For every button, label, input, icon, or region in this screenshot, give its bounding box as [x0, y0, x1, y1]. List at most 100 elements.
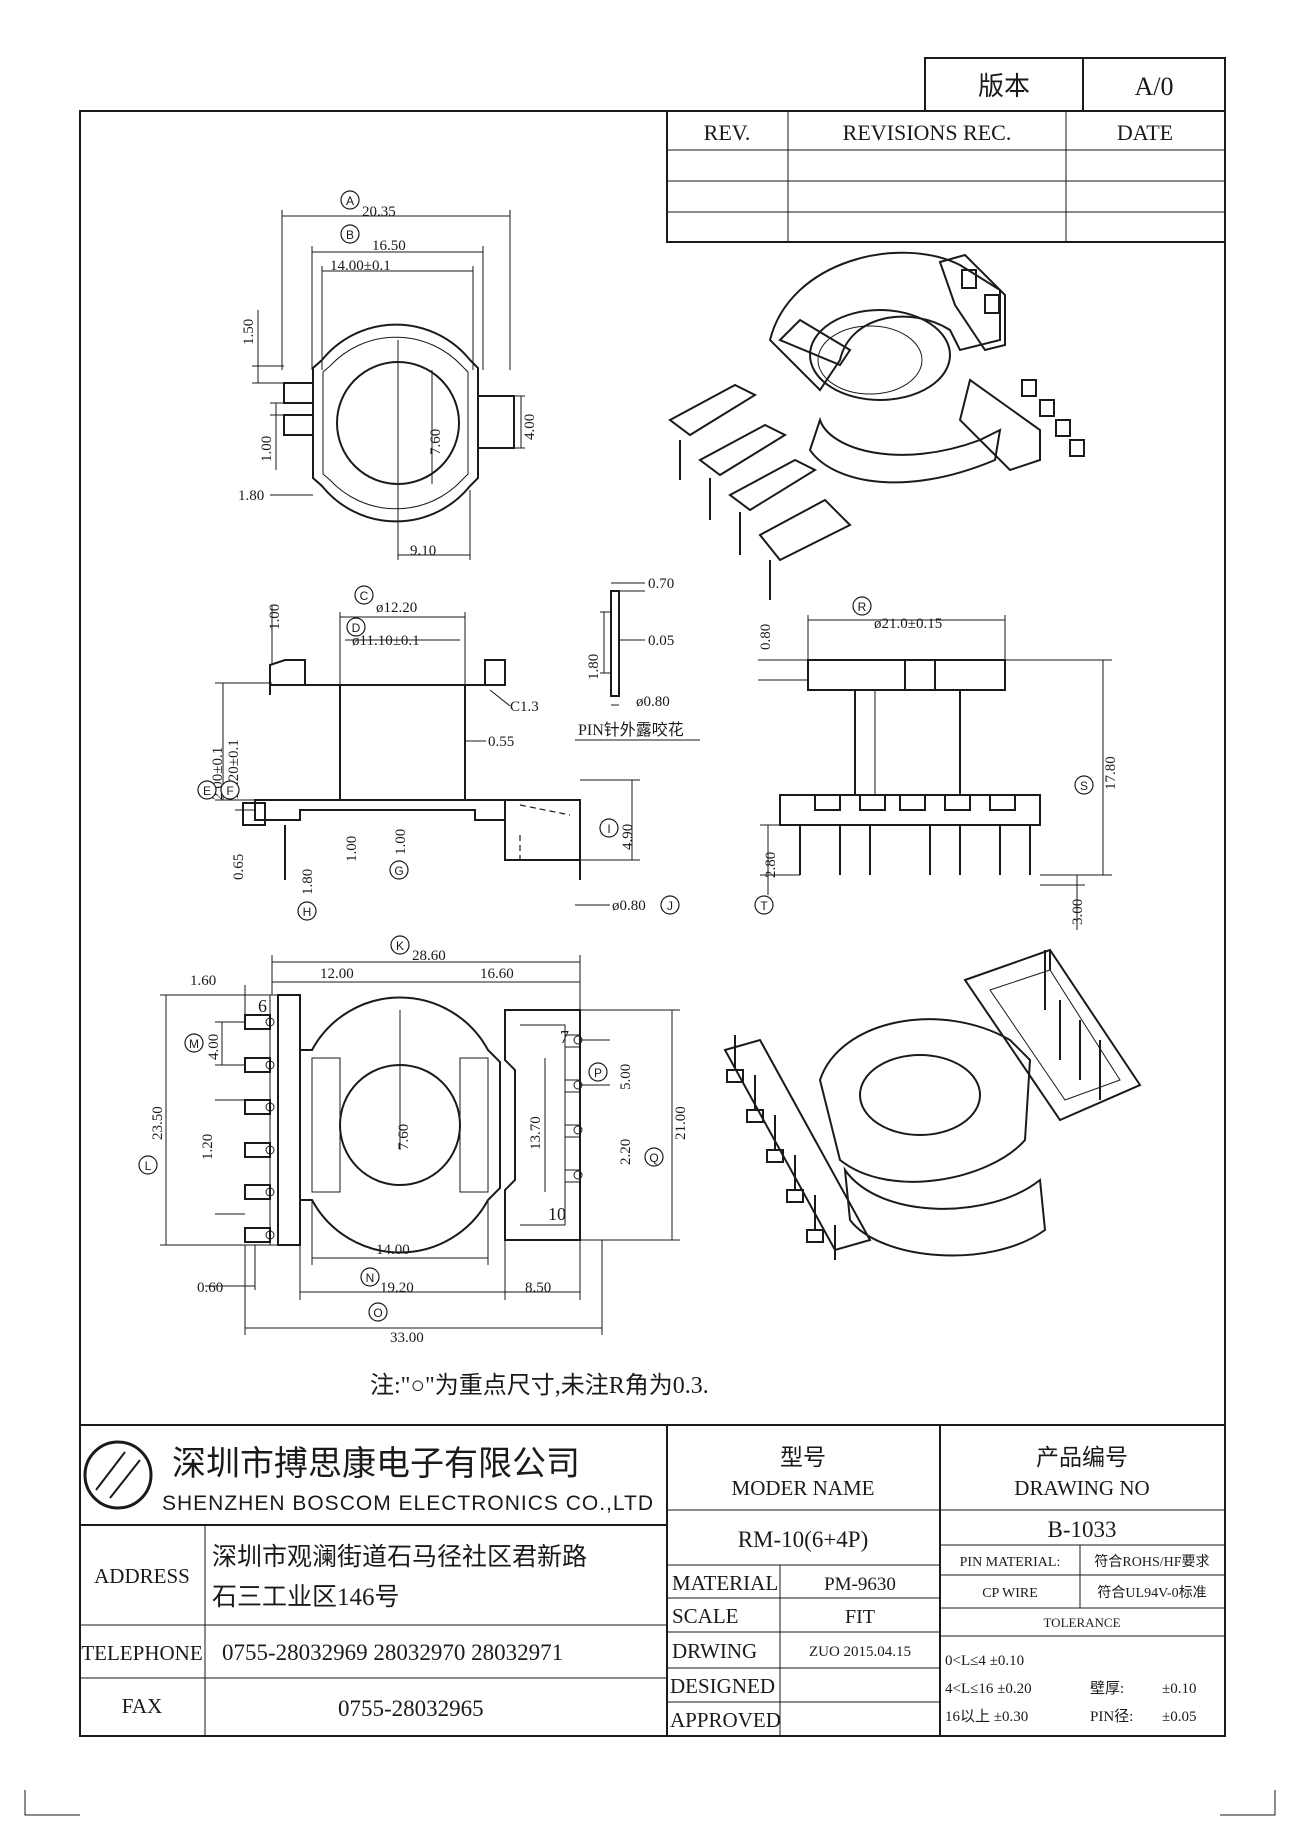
- dim-k: 28.60: [412, 948, 446, 964]
- circle-D: D: [352, 621, 361, 635]
- dim-p080: ø0.80: [636, 694, 670, 710]
- bottom-view: 6 7 10 K 28.60 12.00 16.60 1.60 M 4.00 L…: [138, 935, 689, 1346]
- circle-I: I: [607, 822, 610, 836]
- scale-label: SCALE: [672, 1604, 739, 1628]
- circle-G: G: [394, 864, 403, 878]
- dim-q: 21.00: [673, 1106, 689, 1140]
- designed-label: DESIGNED: [670, 1674, 775, 1698]
- revisions-rec-header: REVISIONS REC.: [843, 120, 1012, 145]
- tolerance-3: 16以上 ±0.30: [945, 1708, 1028, 1725]
- address-line-1: 深圳市观澜街道石马径社区君新路: [212, 1543, 587, 1571]
- top-view: A 20.35 B 16.50 14.00±0.1 1.50 7.60 4.00…: [238, 190, 538, 560]
- dim-b1400: 14.00: [376, 1242, 410, 1258]
- front-view: 1.00 C ø12.20 D ø11.10±0.1 C1.3 0.55 2.0…: [197, 585, 680, 921]
- iso-view-top: [668, 251, 1085, 600]
- pin-material-value: 符合ROHS/HF要求: [1094, 1554, 1209, 1570]
- dim-910: 9.10: [410, 543, 436, 559]
- dim-150: 1.50: [241, 319, 257, 345]
- circle-R: R: [858, 600, 867, 614]
- scale-value: FIT: [845, 1606, 875, 1628]
- circle-H: H: [303, 905, 312, 919]
- fax-label: FAX: [122, 1694, 162, 1718]
- dim-160: 1.60: [190, 973, 216, 989]
- dim-c13: C1.3: [510, 699, 539, 715]
- dim-055: 0.55: [488, 734, 514, 750]
- date-header: DATE: [1117, 120, 1173, 145]
- version-value: A/0: [1135, 72, 1174, 101]
- dim-065: 0.65: [231, 854, 247, 880]
- circle-N: N: [366, 1271, 375, 1285]
- tolerance-label: TOLERANCE: [1043, 1615, 1120, 1630]
- circle-F: F: [226, 784, 233, 798]
- dim-o: 33.00: [390, 1330, 424, 1346]
- model-value: RM-10(6+4P): [738, 1527, 869, 1552]
- pin-note: PIN针外露咬花: [578, 721, 684, 739]
- dim-i: 4.90: [620, 824, 636, 850]
- fax-value: 0755-28032965: [338, 1696, 484, 1721]
- dim-c: ø12.20: [376, 600, 417, 616]
- circle-C: C: [360, 589, 369, 603]
- dim-n: 19.20: [380, 1280, 414, 1296]
- dim-b1370: 13.70: [528, 1116, 544, 1150]
- dim-060: 0.60: [197, 1280, 223, 1296]
- dim-p005: 0.05: [648, 633, 674, 649]
- dim-300: 3.00: [1070, 899, 1086, 925]
- wall-value: ±0.10: [1162, 1681, 1196, 1697]
- circle-P: P: [594, 1066, 602, 1080]
- circle-J: J: [667, 899, 673, 913]
- address-label: ADDRESS: [94, 1564, 190, 1588]
- circle-B: B: [346, 228, 354, 242]
- drawing-note: 注:"○"为重点尺寸,未注R角为0.3.: [370, 1372, 709, 1399]
- wall-label: 壁厚:: [1090, 1680, 1124, 1697]
- circle-E: E: [203, 784, 211, 798]
- dim-r: ø21.0±0.15: [874, 616, 942, 632]
- dim-100: 1.00: [259, 436, 275, 462]
- drawing-label-cn: 产品编号: [1036, 1445, 1128, 1470]
- telephone-value: 0755-28032969 28032970 28032971: [222, 1640, 563, 1665]
- dim-a: 20.35: [362, 204, 396, 220]
- dim-k1: 12.00: [320, 966, 354, 982]
- circle-K: K: [396, 939, 404, 953]
- side-view: R ø21.0±0.15 0.80 S 17.80 2.80 T 3.00: [754, 596, 1119, 930]
- rev-header: REV.: [704, 120, 751, 145]
- circle-O: O: [373, 1306, 382, 1320]
- pin-detail: 0.70 0.05 1.80 ø0.80 PIN针外露咬花: [575, 576, 700, 741]
- title-block: 深圳市搏思康电子有限公司 SHENZHEN BOSCOM ELECTRONICS…: [80, 1424, 1225, 1736]
- dim-120: 1.20: [200, 1134, 216, 1160]
- pin-dia-label: PIN径:: [1090, 1708, 1133, 1725]
- pin-10: 10: [548, 1204, 566, 1224]
- dim-t: 2.80: [763, 852, 779, 878]
- crop-marks: [24, 1790, 1276, 1816]
- company-logo: [83, 1440, 153, 1510]
- circle-T: T: [760, 899, 768, 913]
- pin-7: 7: [560, 1027, 569, 1047]
- drawing-number: B-1033: [1048, 1517, 1117, 1542]
- pin-dia-value: ±0.05: [1162, 1709, 1196, 1725]
- material-value: PM-9630: [824, 1574, 896, 1595]
- dim-k2: 16.60: [480, 966, 514, 982]
- dim-h: 1.80: [300, 869, 316, 895]
- dim-s: 17.80: [1103, 756, 1119, 790]
- dim-p: 5.00: [618, 1064, 634, 1090]
- dim-b2: 14.00±0.1: [330, 258, 391, 274]
- model-label-cn: 型号: [780, 1445, 826, 1470]
- drwing-label: DRWING: [672, 1639, 757, 1663]
- revisions-table: REV. REVISIONS REC. DATE: [666, 110, 1226, 243]
- dim-g1: 1.00: [344, 836, 360, 862]
- approved-label: APPROVED: [670, 1708, 781, 1732]
- version-label: 版本: [978, 72, 1030, 101]
- dim-180: 1.80: [238, 488, 264, 504]
- dim-850: 8.50: [525, 1280, 551, 1296]
- circle-M: M: [189, 1037, 199, 1051]
- circle-A: A: [346, 194, 354, 208]
- circle-S: S: [1080, 779, 1088, 793]
- dim-d: ø11.10±0.1: [352, 633, 420, 649]
- model-label-en: MODER NAME: [732, 1476, 875, 1500]
- version-box: 版本 A/0: [924, 57, 1226, 112]
- dim-l: 23.50: [150, 1106, 166, 1140]
- tolerance-1: 0<L≤4 ±0.10: [945, 1653, 1024, 1669]
- cp-wire-value: 符合UL94V-0标准: [1097, 1585, 1206, 1601]
- dim-b760: 7.60: [396, 1124, 412, 1150]
- dim-p070: 0.70: [648, 576, 674, 592]
